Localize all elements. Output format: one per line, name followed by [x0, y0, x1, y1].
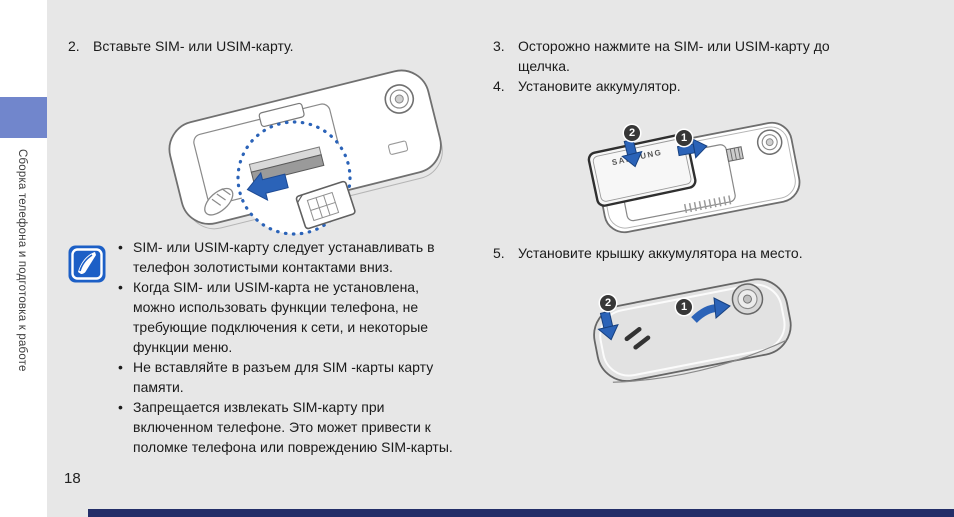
- note-bullet: SIM- или USIM-карту следует устанавливат…: [114, 237, 456, 277]
- sim-holder: [258, 102, 305, 128]
- step-3-text: Осторожно нажмите на SIM- или USIM-карту…: [518, 38, 830, 74]
- step-marker-2-badge: 2: [624, 125, 640, 141]
- cover-edge: [612, 339, 787, 383]
- figure-cover-replace: 2 1: [576, 268, 811, 388]
- sim-slot: [250, 154, 325, 184]
- step-4: 4. Установите аккумулятор.: [493, 76, 913, 96]
- step-marker-2-badge: 2: [600, 295, 616, 311]
- step-3: 3. Осторожно нажмите на SIM- или USIM-ка…: [493, 36, 878, 76]
- note-bullet: Не вставляйте в разъем для SIM -карты ка…: [114, 357, 456, 397]
- chapter-accent-block: [0, 97, 47, 138]
- binding-strip: [0, 0, 47, 517]
- step-2: 2. Вставьте SIM- или USIM-карту.: [68, 36, 463, 56]
- note-bullet-list: SIM- или USIM-карту следует устанавливат…: [114, 237, 456, 457]
- step-5: 5. Установите крышку аккумулятора на мес…: [493, 243, 933, 263]
- step-2-text: Вставьте SIM- или USIM-карту.: [93, 38, 294, 54]
- slide-up-right-arrow-icon: [691, 297, 731, 323]
- step-marker-1-badge: 1: [676, 130, 692, 146]
- step-2-number: 2.: [68, 38, 80, 54]
- sim-insertion-drawing: [168, 69, 443, 236]
- note-bullet: Когда SIM- или USIM-карта не установлена…: [114, 277, 456, 357]
- footer-rule: [88, 509, 954, 517]
- press-down-arrow-icon: [597, 310, 619, 341]
- slide-right-arrow-icon: [676, 138, 708, 159]
- battery-cover: [593, 278, 792, 382]
- step-marker-1-badge: 1: [676, 299, 692, 315]
- speaker-grill: [204, 187, 234, 216]
- chapter-title-vertical: Сборка телефона и подготовка к работе: [16, 149, 28, 372]
- step-5-text: Установите крышку аккумулятора на место.: [518, 245, 803, 261]
- pencil-note-icon: [68, 245, 106, 283]
- page-number: 18: [64, 470, 81, 487]
- note-bullet: Запрещается извлекать SIM-карту при вклю…: [114, 397, 456, 457]
- step-5-number: 5.: [493, 245, 505, 261]
- cover-replace-drawing: [593, 278, 792, 383]
- step-3-number: 3.: [493, 38, 505, 54]
- step-4-number: 4.: [493, 78, 505, 94]
- insert-arrow-icon: [246, 171, 289, 202]
- step-4-text: Установите аккумулятор.: [518, 78, 681, 94]
- battery-contacts: [725, 146, 744, 162]
- figure-battery-install: SAMSUNG 2 1: [578, 110, 813, 235]
- figure-sim-insertion: [150, 56, 460, 241]
- cover-slots: [624, 327, 651, 350]
- battery-install-drawing: SAMSUNG: [587, 121, 801, 234]
- pencil-glyph: [78, 252, 96, 274]
